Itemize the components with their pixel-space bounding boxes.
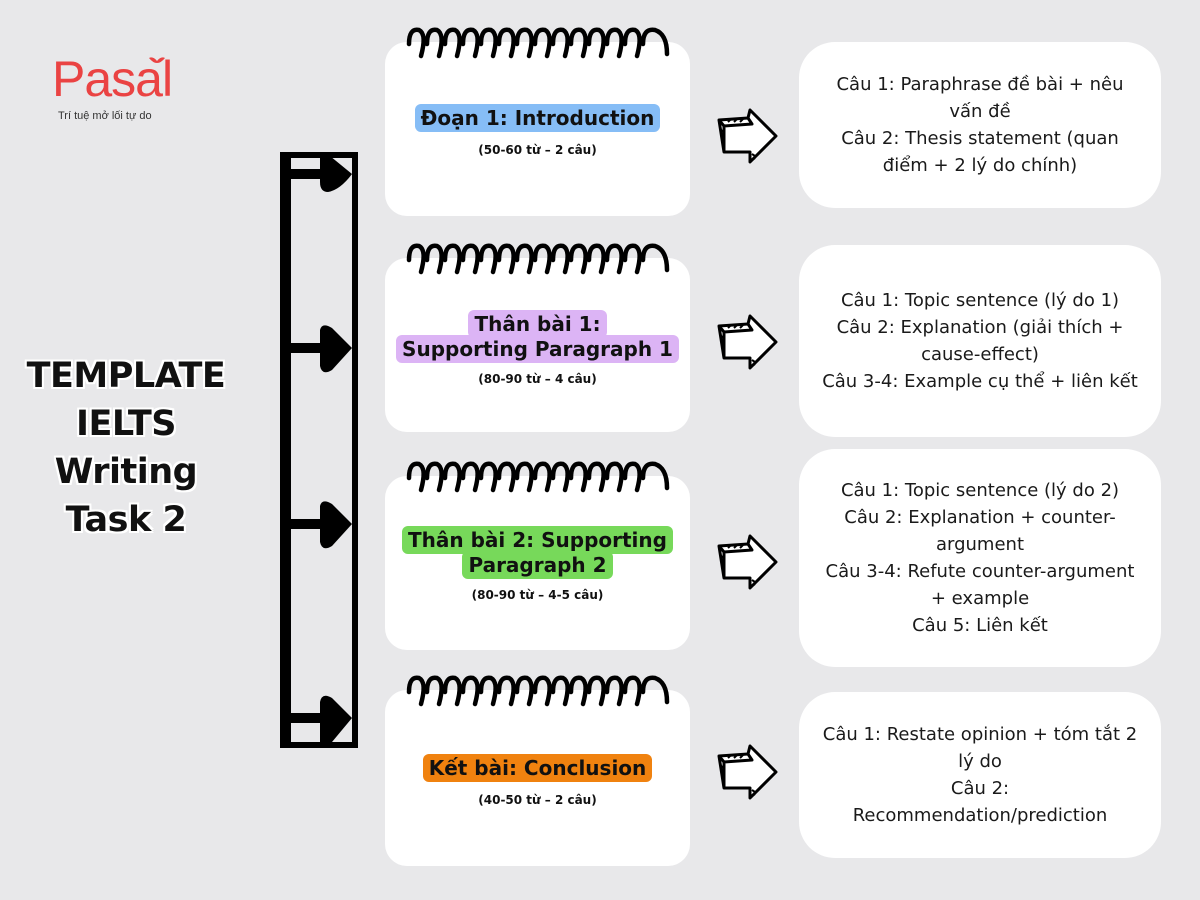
title-line: Task 2 (65, 500, 187, 540)
detail-line: Câu 2: Thesis statement (quan điểm + 2 l… (841, 128, 1119, 176)
section-heading: Kết bài: Conclusion (385, 754, 690, 782)
detail-line: Câu 3-4: Example cụ thể + liên kết (822, 371, 1138, 392)
notebook-spiral-icon (406, 675, 670, 707)
bracket-arrows-icon (280, 152, 358, 748)
heart-icon (149, 57, 165, 63)
detail-box-conclusion: Câu 1: Restate opinion + tóm tắt 2 lý do… (799, 692, 1161, 858)
section-heading: Thân bài 1: Supporting Paragraph 1 (385, 310, 690, 363)
section-heading: Đoạn 1: Introduction (385, 104, 690, 132)
detail-box-body-2: Câu 1: Topic sentence (lý do 2) Câu 2: E… (799, 449, 1161, 667)
section-heading-text: Supporting Paragraph 1 (396, 335, 679, 363)
detail-line: Câu 2: Explanation (giải thích + cause-e… (836, 317, 1124, 365)
detail-line: Câu 2: Explanation + counter-argument (844, 507, 1116, 555)
brand-tagline: Trí tuệ mở lối tự do (58, 110, 152, 122)
detail-line: Câu 3-4: Refute counter-argument + examp… (825, 561, 1135, 609)
notebook-spiral-icon (406, 27, 670, 59)
section-heading-text: Thân bài 2: Supporting (402, 526, 673, 554)
section-heading-text: Thân bài 1: (468, 310, 607, 338)
section-card-body-2: Thân bài 2: Supporting Paragraph 2 (80-9… (385, 461, 690, 650)
detail-line: Câu 1: Topic sentence (lý do 2) (840, 480, 1120, 501)
title-line: Writing (54, 452, 198, 492)
notebook-spiral-icon (406, 461, 670, 493)
notebook-spiral-icon (406, 243, 670, 275)
hand-drawn-right-arrow-icon (717, 534, 778, 590)
main-title: TEMPLATE IELTS Writing Task 2 (10, 352, 242, 544)
section-heading-text: Paragraph 2 (462, 551, 613, 579)
hand-drawn-right-arrow-icon (717, 108, 778, 164)
detail-line: Câu 1: Paraphrase đề bài + nêu vấn đề (836, 74, 1124, 122)
title-line: TEMPLATE (26, 356, 226, 396)
title-line: IELTS (75, 404, 177, 444)
section-length: (50-60 từ – 2 câu) (478, 143, 597, 157)
detail-box-introduction: Câu 1: Paraphrase đề bài + nêu vấn đề Câ… (799, 42, 1161, 208)
section-heading: Thân bài 2: Supporting Paragraph 2 (385, 526, 690, 579)
section-length: (40-50 từ – 2 câu) (478, 793, 597, 807)
detail-line: Câu 1: Restate opinion + tóm tắt 2 lý do (822, 724, 1138, 772)
section-length: (80-90 từ – 4-5 câu) (471, 588, 604, 602)
brand-logo: Pasal Trí tuệ mở lối tự do (52, 50, 202, 130)
detail-line: Câu 1: Topic sentence (lý do 1) (840, 290, 1120, 311)
detail-line: Câu 5: Liên kết (912, 615, 1048, 636)
section-heading-text: Kết bài: Conclusion (422, 754, 653, 782)
section-heading-text: Đoạn 1: Introduction (414, 104, 661, 132)
section-card-introduction: Đoạn 1: Introduction (50-60 từ – 2 câu) (385, 27, 690, 216)
detail-box-body-1: Câu 1: Topic sentence (lý do 1) Câu 2: E… (799, 245, 1161, 437)
section-card-conclusion: Kết bài: Conclusion (40-50 từ – 2 câu) (385, 675, 690, 866)
section-card-body-1: Thân bài 1: Supporting Paragraph 1 (80-9… (385, 243, 690, 432)
section-length: (80-90 từ – 4 câu) (478, 372, 597, 386)
detail-line: Câu 2: Recommendation/prediction (852, 778, 1108, 826)
hand-drawn-right-arrow-icon (717, 744, 778, 800)
hand-drawn-right-arrow-icon (717, 314, 778, 370)
